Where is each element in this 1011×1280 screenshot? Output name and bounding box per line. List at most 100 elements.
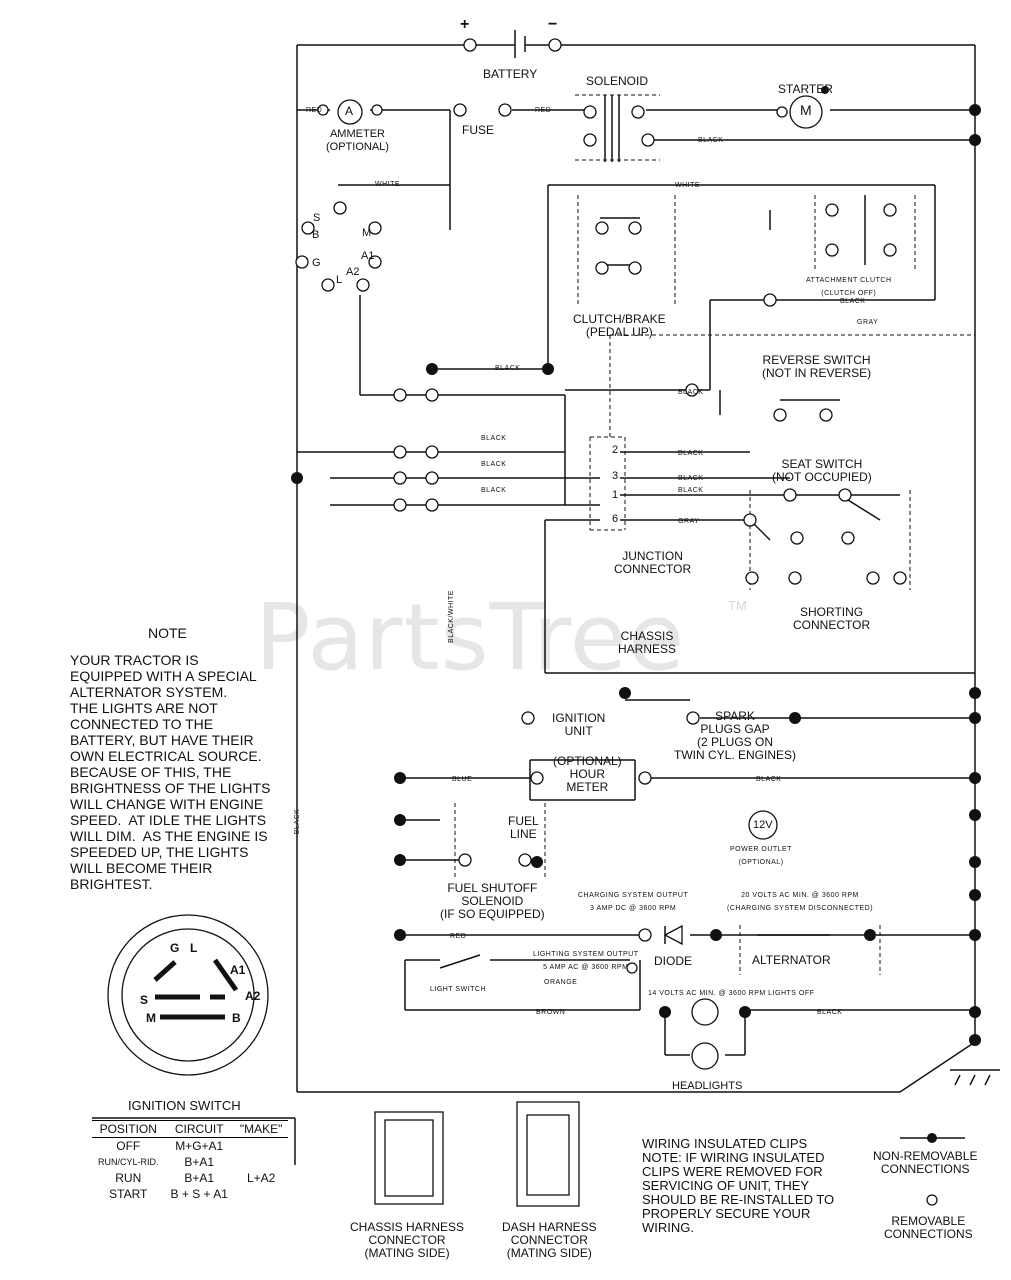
battery-label: BATTERY [483,67,538,81]
wire-tag-black-12: BLACK [756,776,782,783]
ign-face-m: M [146,1011,156,1025]
ign-face-b: B [232,1011,241,1025]
ign-face-l: L [190,941,198,955]
seat-switch-label: SEAT SWITCH (NOT OCCUPIED) [772,457,872,484]
cell: L+A2 [246,1171,276,1185]
fuel-shutoff-label: FUEL SHUTOFF SOLENOID (IF SO EQUIPPED) [440,881,545,921]
wire-tag-blue: BLUE [452,776,473,783]
alternator-label: ALTERNATOR [752,953,831,967]
ign-term-m: M [362,227,372,239]
wire-tag-brown: BROWN [536,1009,566,1016]
lighting-output-label: LIGHTING SYSTEM OUTPUT 5 AMP AC @ 3600 R… [533,951,639,971]
note-title: NOTE [148,625,187,641]
cell: B+A1 [184,1155,215,1169]
table-row: RUN/CYL-RID. B+A1 [92,1154,288,1170]
fuel-line-label: FUEL LINE [508,814,539,841]
power-outlet-symbol: 12V [753,819,773,831]
ign-face-a2: A2 [245,989,261,1003]
wire-tag-black-9: BLACK [678,475,704,482]
legend-non-removable: NON-REMOVABLE CONNECTIONS [873,1149,978,1176]
table-row: START B + S + A1 [92,1186,288,1202]
col-position: POSITION [92,1120,165,1138]
note-text: YOUR TRACTOR IS EQUIPPED WITH A SPECIAL … [70,652,271,892]
cell: B + S + A1 [170,1187,228,1201]
cell: RUN [115,1171,142,1185]
fuse-label: FUSE [462,123,495,137]
wire-tag-black-2: BLACK [840,298,866,305]
solenoid-label: SOLENOID [586,74,649,88]
cell: RUN/CYL-RID. [98,1157,159,1167]
watermark-tm: TM [728,598,747,613]
power-outlet-label: POWER OUTLET (OPTIONAL) [730,846,793,866]
clutch-brake-label: CLUTCH/BRAKE (PEDAL UP) [573,312,666,339]
wire-tag-black-6: BLACK [481,461,507,468]
ign-term-b: B [312,229,320,241]
chassis-connector-label: CHASSIS HARNESS CONNECTOR (MATING SIDE) [350,1220,465,1260]
col-circuit: CIRCUIT [164,1120,234,1138]
jc-pin-6: 6 [612,513,619,525]
wire-tag-red-2: RED [535,107,552,114]
spark-plugs-label: SPARK PLUGS GAP (2 PLUGS ON TWIN CYL. EN… [674,709,797,762]
ammeter-label: AMMETER (OPTIONAL) [326,128,389,153]
diode-label: DIODE [654,954,693,968]
ign-face-g: G [170,941,180,955]
wire-tag-black-4: BLACK [678,389,704,396]
light-switch-label: LIGHT SWITCH [430,986,487,993]
wire-tag-black-10: BLACK [678,487,704,494]
battery-plus: + [460,16,470,33]
wire-tag-white-1: WHITE [375,181,401,188]
col-make: "MAKE" [233,1120,289,1138]
wire-tag-black-5: BLACK [481,435,507,442]
cell: B+A1 [184,1171,215,1185]
wire-tag-black-3: BLACK [495,365,521,372]
wire-tag-red-3: RED [450,933,467,940]
ign-term-a1: A1 [361,250,375,262]
ign-term-l: L [336,274,343,286]
wire-tag-black-7: BLACK [481,487,507,494]
cell: OFF [116,1139,141,1153]
legend-removable: REMOVABLE CONNECTIONS [884,1214,973,1241]
jc-pin-1: 1 [612,489,619,501]
cell: M+G+A1 [175,1139,224,1153]
cell [234,1186,289,1202]
ign-face-a1: A1 [230,963,246,977]
wire-tag-black-8: BLACK [678,450,704,457]
cell: START [109,1187,148,1201]
wire-tag-red-1: RED [306,107,323,114]
ammeter-symbol: A [345,104,354,118]
wire-tag-black-1: BLACK [698,137,724,144]
wire-tag-orange: ORANGE [544,979,578,986]
wire-tag-black-white: BLACK/WHITE [447,590,455,643]
jc-pin-2: 2 [612,444,619,456]
volts-14-label: 14 VOLTS AC MIN. @ 3600 RPM LIGHTS OFF [648,990,815,997]
dash-connector-label: DASH HARNESS CONNECTOR (MATING SIDE) [502,1220,597,1260]
battery-minus: − [548,16,558,33]
wire-tag-black-11: BLACK [294,808,302,835]
clips-note: WIRING INSULATED CLIPS NOTE: IF WIRING I… [642,1136,835,1235]
ign-term-g: G [312,257,321,269]
ignition-switch-table: POSITION CIRCUIT "MAKE" OFF M+G+A1 RUN/C… [92,1120,289,1202]
table-row: OFF M+G+A1 [92,1138,288,1155]
cell [234,1138,289,1155]
wire-tag-gray-1: GRAY [857,319,879,326]
table-row: RUN B+A1 L+A2 [92,1170,288,1186]
ign-face-s: S [140,993,149,1007]
ign-term-s: S [313,212,321,224]
ac-min-label: 20 VOLTS AC MIN. @ 3600 RPM (CHARGING SY… [727,892,874,912]
reverse-switch-label: REVERSE SWITCH (NOT IN REVERSE) [762,353,872,380]
wire-tag-white-2: WHITE [675,182,701,189]
charging-output-label: CHARGING SYSTEM OUTPUT 3 AMP DC @ 3600 R… [578,892,689,912]
headlights-label: HEADLIGHTS [672,1080,743,1092]
ignition-unit-label: IGNITION UNIT [552,711,606,738]
hour-meter-label: (OPTIONAL) HOUR METER [553,754,622,794]
ignition-switch-title: IGNITION SWITCH [128,1098,241,1113]
starter-symbol: M [800,102,812,118]
junction-connector-label: JUNCTION CONNECTOR [614,549,692,576]
chassis-harness-label: CHASSIS HARNESS [618,629,677,656]
cell [234,1154,289,1170]
attachment-clutch-label: ATTACHMENT CLUTCH (CLUTCH OFF) [806,277,892,297]
starter-label: STARTER [778,82,833,96]
